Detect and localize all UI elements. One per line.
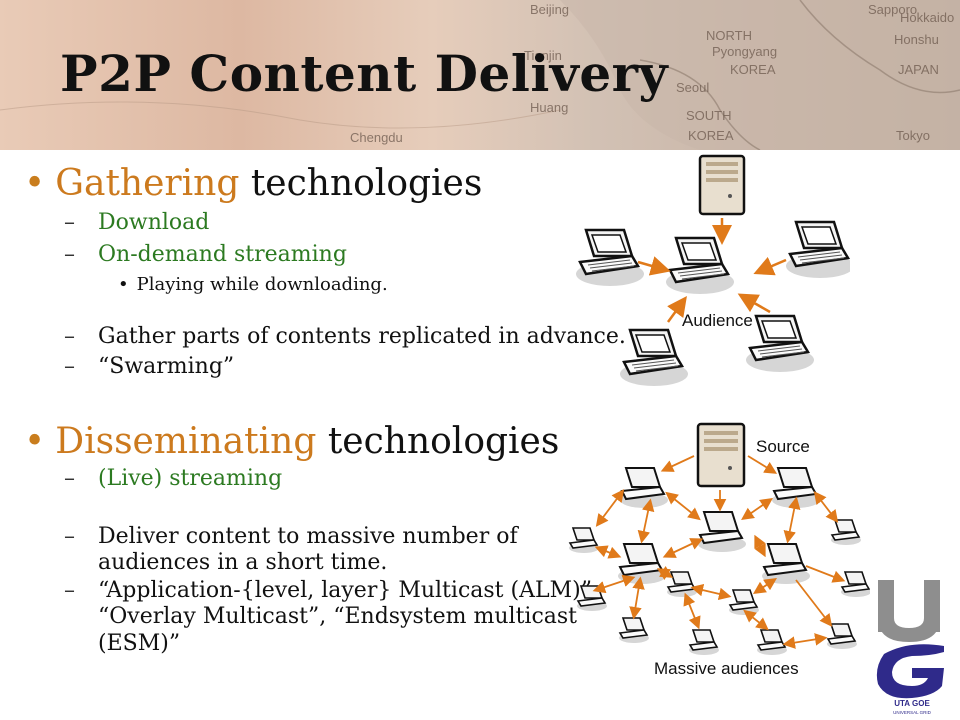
sub-sub-item-playing: •Playing while downloading. — [118, 274, 388, 295]
uta-goe-logo: UTA GOE UNIVERSAL GRID — [876, 580, 944, 715]
sub-item-on-demand: –On-demand streaming — [64, 242, 347, 267]
laptop-icon — [744, 314, 816, 374]
map-label: Huang — [530, 100, 568, 115]
disseminating-highlight: Disseminating — [55, 421, 317, 462]
slide-title: P2P Content Delivery — [60, 44, 669, 103]
map-label: Tianjin — [524, 48, 562, 63]
laptop-icon — [664, 236, 736, 296]
laptop-icon — [784, 220, 850, 280]
laptop-icon — [576, 585, 608, 612]
map-label: KOREA — [730, 62, 776, 77]
map-background: Beijing NORTH Pyongyang KOREA Seoul SOUT… — [0, 0, 960, 150]
laptop-icon — [568, 527, 600, 554]
map-label: Chengdu — [350, 130, 403, 145]
server-icon — [698, 154, 746, 216]
bullet-dot: • — [24, 163, 46, 204]
map-label: Sapporo — [868, 2, 917, 17]
map-label: JAPAN — [898, 62, 939, 77]
map-label: Seoul — [676, 80, 709, 95]
laptop-icon — [619, 467, 669, 509]
laptop-icon — [826, 623, 858, 650]
laptop-icon — [697, 511, 747, 553]
map-label: Honshu — [894, 32, 939, 47]
gathering-rest: technologies — [250, 163, 483, 204]
header-banner: Beijing NORTH Pyongyang KOREA Seoul SOUT… — [0, 0, 960, 150]
logo-subcaption: UNIVERSAL GRID — [893, 710, 932, 715]
massive-audiences-label: Massive audiences — [654, 659, 799, 678]
disseminating-rest: technologies — [327, 421, 560, 462]
source-server-icon — [696, 422, 746, 488]
laptop-icon — [618, 617, 650, 644]
sub-item-swarming: –“Swarming” — [64, 354, 235, 379]
laptop-icon — [574, 228, 646, 288]
map-label: Tokyo — [896, 128, 930, 143]
sub-item-live-streaming: –(Live) streaming — [64, 466, 283, 491]
source-label: Source — [756, 437, 810, 456]
map-label: NORTH — [706, 28, 752, 43]
map-label: KOREA — [688, 128, 734, 143]
laptop-icon — [756, 629, 788, 656]
laptop-icon — [840, 571, 870, 598]
sub-item-deliver-content: –Deliver content to massive number of au… — [64, 524, 518, 576]
bullet-dot: • — [24, 421, 46, 462]
map-label: Pyongyang — [712, 44, 777, 59]
bullet-disseminating: •Disseminating technologies — [24, 424, 559, 460]
sub-item-gather-parts: –Gather parts of contents replicated in … — [64, 324, 626, 349]
laptop-icon — [666, 571, 698, 598]
sub-item-alm: –“Application-{level, layer} Multicast (… — [64, 578, 599, 656]
laptop-icon — [830, 519, 862, 546]
gathering-diagram: Audience — [574, 154, 850, 388]
map-label: Beijing — [530, 2, 569, 17]
map-label: SOUTH — [686, 108, 732, 123]
laptop-icon — [761, 543, 811, 585]
audience-label: Audience — [682, 311, 753, 330]
sub-item-download: –Download — [64, 210, 210, 235]
laptop-icon — [617, 543, 667, 585]
logo-caption: UTA GOE — [894, 699, 930, 708]
bullet-gathering: •Gathering technologies — [24, 166, 482, 202]
laptop-icon — [618, 328, 690, 388]
map-label: Hokkaido — [900, 10, 954, 25]
gathering-highlight: Gathering — [55, 163, 240, 204]
laptop-icon — [728, 589, 760, 616]
laptop-icon — [688, 629, 720, 656]
disseminating-diagram: Source Massive audiences — [568, 422, 870, 678]
